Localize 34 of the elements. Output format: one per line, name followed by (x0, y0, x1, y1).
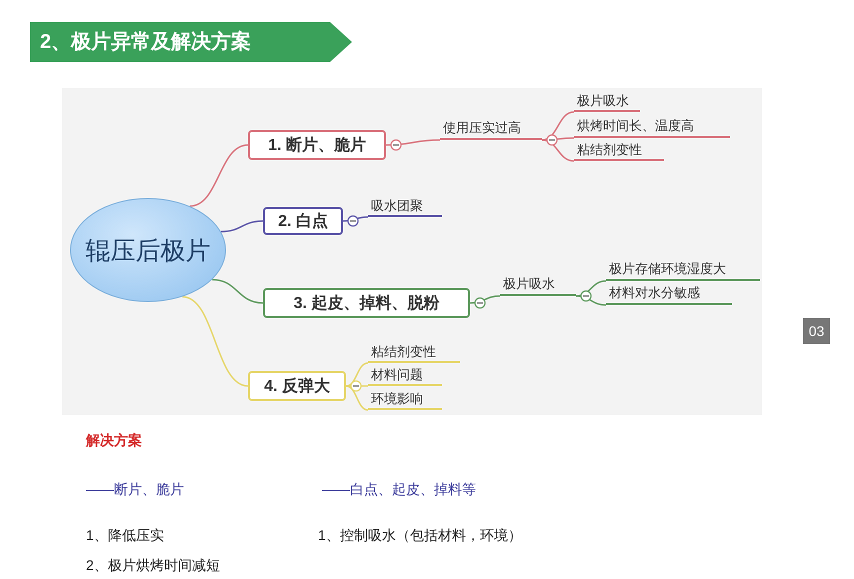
branch-line (182, 296, 248, 387)
subtopic-text: 材料对水分敏感 (606, 283, 732, 305)
subtopic-text: 环境影响 (368, 389, 442, 410)
solution-item: 1、控制吸水（包括材料，环境） (318, 527, 522, 545)
branch-box: 4. 反弹大 (248, 371, 346, 401)
branch-line (346, 362, 368, 387)
subtopic-text: 粘结剂变性 (368, 342, 460, 363)
branch-line (220, 220, 264, 232)
page-number: 03 (803, 318, 830, 344)
subtopic-text: 烘烤时间长、温度高 (574, 116, 730, 138)
solution-item: 2、极片烘烤时间减短 (86, 557, 220, 575)
branch-line (470, 295, 500, 304)
subtopic-text: 粘结剂变性 (574, 141, 664, 161)
branch-line (212, 278, 264, 304)
solution-item: 1、降低压实 (86, 527, 164, 545)
branch-box: 2. 白点 (263, 207, 343, 235)
subtopic-text: 极片吸水 (500, 274, 576, 296)
subtopic-text: 极片存储环境湿度大 (606, 259, 760, 281)
branch-line (576, 295, 606, 306)
branch-box: 1. 断片、脆片 (248, 130, 386, 160)
branch-line (190, 144, 248, 207)
branch-line (346, 385, 368, 411)
branch-line (342, 216, 368, 222)
subtopic-text: 极片吸水 (574, 92, 640, 112)
subtopic-text: 使用压实过高 (440, 118, 542, 140)
category-heading: ——断片、脆片 (86, 481, 184, 499)
branch-line (542, 139, 574, 162)
subtopic-text: 材料问题 (368, 365, 442, 386)
category-heading: ——白点、起皮、掉料等 (322, 481, 476, 499)
subtopic-text: 吸水团聚 (368, 197, 442, 217)
title: 2、极片异常及解决方案 (40, 29, 252, 55)
branch-line (576, 280, 606, 297)
branch-box: 3. 起皮、掉料、脱粉 (263, 288, 470, 318)
section-heading: 解决方案 (86, 432, 142, 450)
